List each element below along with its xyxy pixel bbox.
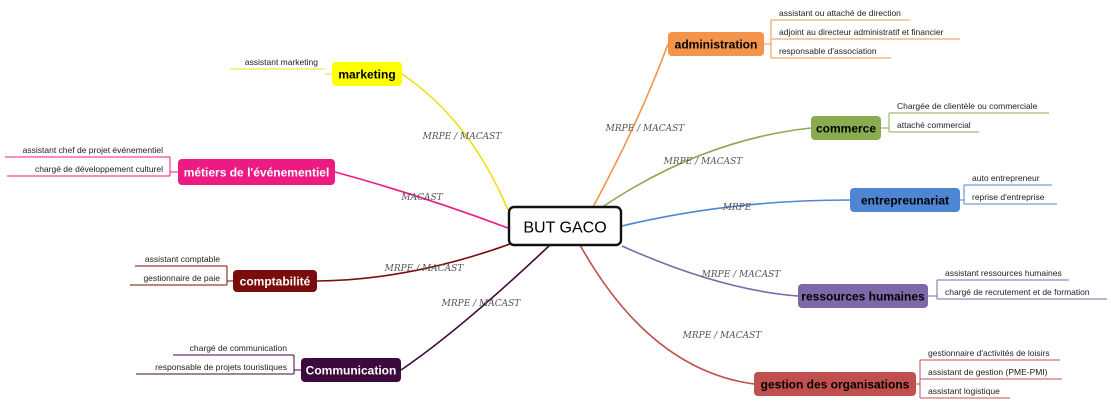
node-label-marketing: marketing (338, 68, 395, 82)
node-label-administration: administration (675, 38, 758, 52)
node-evenementiel[interactable]: métiers de l'événementiel (178, 159, 335, 185)
link-administration (592, 43, 669, 208)
node-box-evenementiel (178, 159, 335, 185)
node-box-rh (798, 284, 928, 308)
job-item-evenementiel: chargé de développement culturel (35, 164, 163, 174)
branch-nodes: marketing assistant marketing métiers de l… (23, 8, 1090, 396)
node-box-marketing (332, 62, 402, 86)
node-label-communication: Communication (306, 364, 397, 378)
job-item-entrepreunariat: reprise d'entreprise (972, 192, 1045, 202)
job-item-organisations: assistant logistique (928, 386, 1000, 396)
node-box-administration (668, 32, 764, 56)
link-organisations (579, 244, 755, 385)
relation-label-communication: MRPE / MACAST (441, 299, 522, 309)
relation-label-entrepreunariat: MRPE (722, 203, 752, 213)
node-label-rh: ressources humaines (801, 290, 925, 304)
job-item-administration: adjoint au directeur administratif et fi… (779, 27, 944, 37)
link-communication (400, 244, 551, 371)
link-evenementiel (334, 171, 509, 229)
link-comptabilite (316, 243, 511, 282)
node-box-commerce (811, 116, 881, 140)
job-item-marketing: assistant marketing (245, 57, 318, 67)
central-node[interactable]: BUT GACO (507, 205, 623, 247)
job-item-entrepreunariat: auto entrepreneur (972, 173, 1040, 183)
job-item-administration: responsable d'association (779, 46, 877, 56)
job-item-commerce: Chargée de clientèle ou commerciale (897, 101, 1038, 111)
job-item-communication: responsable de projets touristiques (155, 362, 287, 372)
relation-label-evenementiel: MACAST (400, 193, 443, 203)
link-rh (621, 245, 799, 297)
relation-label-commerce: MRPE / MACAST (663, 157, 744, 167)
job-item-organisations: assistant de gestion (PME-PMI) (928, 367, 1048, 377)
job-item-evenementiel: assistant chef de projet événementiel (23, 145, 163, 155)
node-marketing[interactable]: marketing (332, 62, 402, 86)
job-item-organisations: gestionnaire d'activités de loisirs (928, 348, 1050, 358)
job-item-comptabilite: assistant comptable (145, 254, 220, 264)
link-entrepreunariat (621, 199, 851, 227)
job-item-rh: assistant ressources humaines (945, 268, 1062, 278)
node-box-organisations (754, 372, 916, 396)
relation-label-marketing: MRPE / MACAST (422, 132, 503, 142)
node-label-commerce: commerce (816, 122, 876, 136)
link-commerce (597, 127, 812, 211)
node-commerce[interactable]: commerce (811, 116, 881, 140)
node-communication[interactable]: Communication (301, 358, 401, 382)
job-item-communication: chargé de communication (190, 343, 288, 353)
node-administration[interactable]: administration (668, 32, 764, 56)
relation-label-comptabilite: MRPE / MACAST (384, 264, 465, 274)
job-item-rh: chargé de recrutement et de formation (945, 287, 1090, 297)
node-box-comptabilite (233, 270, 317, 292)
node-label-comptabilite: comptabilité (240, 275, 311, 289)
relation-label-rh: MRPE / MACAST (701, 270, 782, 280)
node-box-communication (301, 358, 401, 382)
central-node-box (507, 205, 623, 247)
node-comptabilite[interactable]: comptabilité (233, 270, 317, 292)
node-label-entrepreunariat: entrepreunariat (861, 194, 949, 208)
job-item-administration: assistant ou attaché de direction (779, 8, 901, 18)
job-item-commerce: attaché commercial (897, 120, 971, 130)
central-node-label: BUT GACO (523, 220, 606, 237)
node-box-entrepreunariat (850, 188, 960, 212)
relation-label-organisations: MRPE / MACAST (682, 331, 763, 341)
node-label-evenementiel: métiers de l'événementiel (184, 166, 330, 180)
node-organisations[interactable]: gestion des organisations (754, 372, 916, 396)
node-entrepreunariat[interactable]: entrepreunariat (850, 188, 960, 212)
link-marketing (401, 73, 509, 211)
node-rh[interactable]: ressources humaines (798, 284, 928, 308)
relation-label-administration: MRPE / MACAST (605, 124, 686, 134)
job-item-comptabilite: gestionnaire de paie (143, 273, 220, 283)
node-label-organisations: gestion des organisations (761, 378, 910, 392)
